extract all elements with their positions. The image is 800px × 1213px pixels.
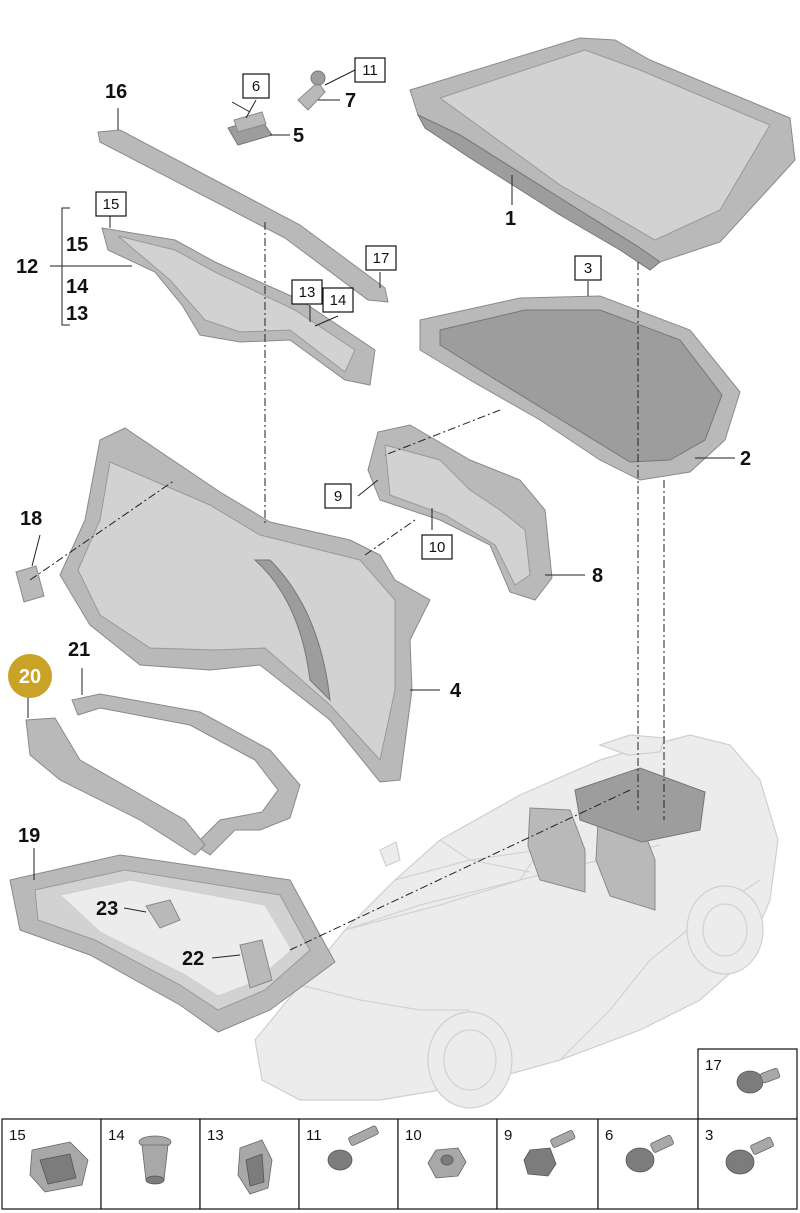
callout-box-17: 17 bbox=[373, 250, 390, 267]
part-16-strip bbox=[97, 129, 389, 303]
part-4-bulkhead-trim bbox=[59, 427, 431, 783]
callout-labels: 1 2 4 5 7 8 12 15 14 13 16 18 19 21 22 2… bbox=[8, 57, 751, 970]
hardware-legend: 17 15 14 13 11 10 9 6 3 bbox=[1, 1048, 798, 1210]
car-silhouette bbox=[254, 734, 779, 1109]
part-7-bracket bbox=[297, 70, 326, 111]
screw-17-icon bbox=[736, 1068, 781, 1094]
screw-6-icon bbox=[625, 1134, 674, 1173]
callout-box-11: 11 bbox=[362, 62, 378, 79]
part-8-side-panel bbox=[367, 424, 553, 601]
grommet-14-icon bbox=[138, 1135, 172, 1185]
part-22 bbox=[239, 939, 273, 989]
callout-20: 20 bbox=[19, 666, 41, 688]
bolt-11-icon bbox=[327, 1125, 379, 1171]
legend-label-15: 15 bbox=[9, 1127, 26, 1144]
callout-14a: 14 bbox=[66, 276, 89, 298]
highlight-badge bbox=[8, 654, 52, 698]
legend-label-10: 10 bbox=[405, 1127, 422, 1144]
part-23 bbox=[145, 899, 181, 929]
leader-lines bbox=[27, 69, 735, 959]
callout-8: 8 bbox=[592, 565, 603, 587]
callout-box-13: 13 bbox=[299, 284, 316, 301]
callout-box-9: 9 bbox=[334, 488, 342, 505]
clip-13-icon bbox=[237, 1139, 273, 1195]
legend-label-11: 11 bbox=[306, 1127, 322, 1144]
callout-16: 16 bbox=[105, 81, 127, 103]
callout-box-15: 15 bbox=[103, 196, 120, 213]
callout-1: 1 bbox=[505, 208, 516, 230]
nut-10-icon bbox=[427, 1147, 467, 1179]
part-5-bracket bbox=[227, 111, 273, 146]
callout-15a: 15 bbox=[66, 234, 88, 256]
part-12-upper-trim bbox=[101, 227, 376, 386]
callout-23: 23 bbox=[96, 898, 118, 920]
bolt-9-icon bbox=[523, 1130, 576, 1177]
part-19-floor-frame bbox=[9, 854, 336, 1033]
callout-box-3: 3 bbox=[584, 260, 592, 277]
legend-label-17: 17 bbox=[705, 1057, 722, 1074]
callout-21: 21 bbox=[68, 639, 90, 661]
callout-2: 2 bbox=[740, 448, 751, 470]
callout-5: 5 bbox=[293, 125, 304, 147]
legend-label-14: 14 bbox=[108, 1127, 125, 1144]
legend-label-3: 3 bbox=[705, 1127, 713, 1144]
part-2-frame-panel bbox=[419, 295, 741, 481]
callout-box-6: 6 bbox=[252, 78, 260, 95]
callout-7: 7 bbox=[345, 90, 356, 112]
callout-12: 12 bbox=[16, 256, 38, 278]
callout-22: 22 bbox=[182, 948, 204, 970]
callout-13a: 13 bbox=[66, 303, 88, 325]
callout-19: 19 bbox=[18, 825, 40, 847]
callout-18: 18 bbox=[20, 508, 42, 530]
callout-box-10: 10 bbox=[429, 539, 446, 556]
part-20-lower-trim bbox=[25, 717, 206, 856]
clip-15-icon bbox=[29, 1141, 89, 1193]
legend-label-13: 13 bbox=[207, 1127, 224, 1144]
legend-label-6: 6 bbox=[605, 1127, 613, 1144]
screw-3-icon bbox=[725, 1136, 774, 1175]
callout-4: 4 bbox=[450, 680, 462, 702]
callout-box-14: 14 bbox=[330, 292, 347, 309]
part-21-frame-trim bbox=[71, 693, 301, 856]
legend-label-9: 9 bbox=[504, 1127, 512, 1144]
part-18-cover bbox=[15, 565, 45, 603]
part-1-rear-cover bbox=[409, 37, 796, 271]
